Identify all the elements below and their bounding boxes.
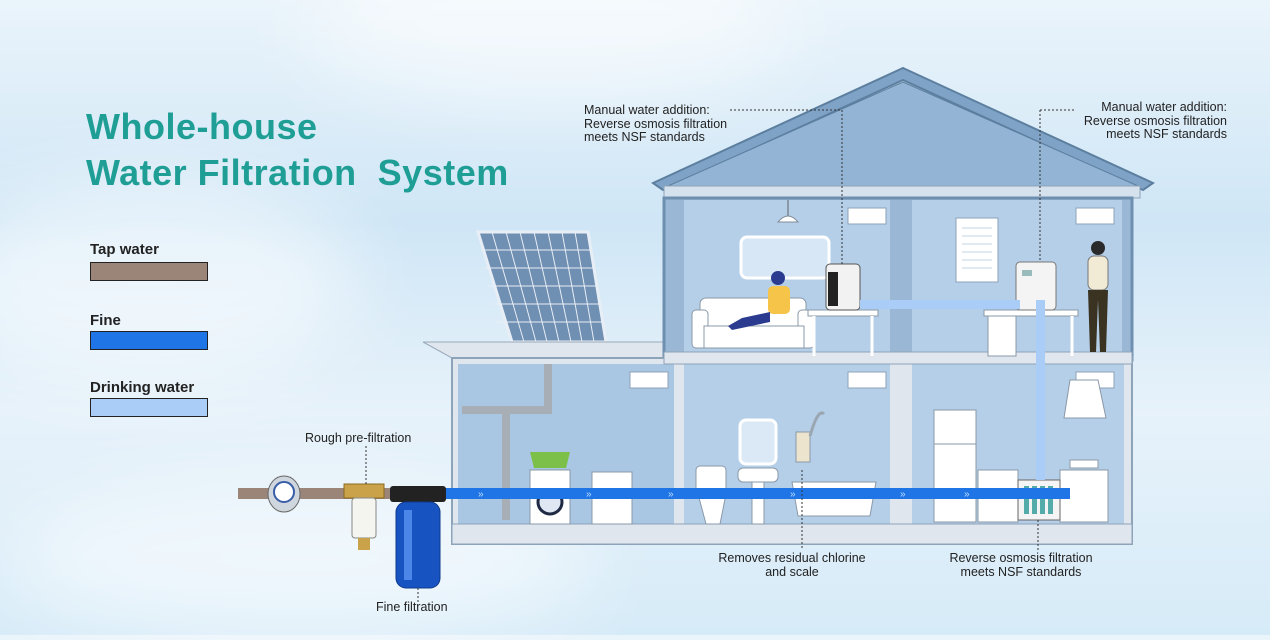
roof (650, 66, 1156, 199)
annotation-line: meets NSF standards (960, 564, 1082, 579)
toilet (695, 465, 727, 525)
person-drinking (1087, 241, 1109, 352)
annotation-line: Manual water addition: (584, 103, 710, 117)
water-meter (267, 475, 301, 513)
svg-text:»: » (586, 489, 592, 500)
fine-filter (390, 486, 446, 589)
annotation-line: Removes residual chlorine (718, 551, 866, 565)
svg-text:»: » (964, 489, 970, 500)
annotation-line: Reverse osmosis filtration (1083, 113, 1227, 128)
title-line-2: Water Filtration System (86, 152, 509, 193)
annotation-line: Reverse osmosis filtration (949, 551, 1093, 565)
drinking-water-pipes (860, 300, 1045, 480)
svg-text:»: » (790, 489, 796, 500)
legend-label-fine: Fine (90, 312, 121, 329)
svg-text:»: » (668, 489, 674, 500)
annotation-line: Reverse osmosis filtration (584, 116, 728, 131)
annotation-line: Manual water addition: (1101, 100, 1227, 114)
page-title: Whole-house Water Filtration System (86, 104, 509, 196)
annotation-line: meets NSF standards (584, 130, 705, 144)
svg-text:»: » (478, 489, 484, 500)
person-reading (728, 271, 790, 330)
drain-pipes (462, 364, 552, 520)
pre-filter (343, 483, 385, 550)
range-hood (1063, 379, 1107, 419)
legend-swatch-drinking (90, 398, 208, 417)
desk (983, 309, 1079, 357)
ro-purifier-left (825, 263, 861, 311)
annotation-line: meets NSF standards (1106, 127, 1227, 141)
tap-water-pipe (238, 488, 390, 499)
annotation-manual-right: Manual water addition: Reverse osmosis f… (1040, 100, 1227, 142)
annotation-manual-left: Manual water addition: Reverse osmosis f… (584, 103, 728, 145)
legend-swatch-tap (90, 262, 208, 281)
svg-text:»: » (900, 489, 906, 500)
ro-system-under-sink (1017, 479, 1061, 521)
annotation-chlorine: Removes residual chlorine and scale (706, 551, 878, 579)
title-line-1: Whole-house (86, 106, 318, 147)
solar-panel (475, 230, 608, 356)
annotation-line: and scale (765, 564, 819, 579)
annotation-reverse-osmosis: Reverse osmosis filtration meets NSF sta… (938, 551, 1104, 579)
refrigerator (933, 409, 977, 523)
legend-label-drinking: Drinking water (90, 379, 195, 396)
annotation-rough-prefiltration: Rough pre-filtration (305, 431, 412, 445)
annotation-fine-filtration: Fine filtration (376, 600, 448, 614)
legend-swatch-fine (90, 331, 208, 350)
legend-label-tap: Tap water (90, 241, 159, 258)
fine-water-pipe (420, 488, 1070, 499)
